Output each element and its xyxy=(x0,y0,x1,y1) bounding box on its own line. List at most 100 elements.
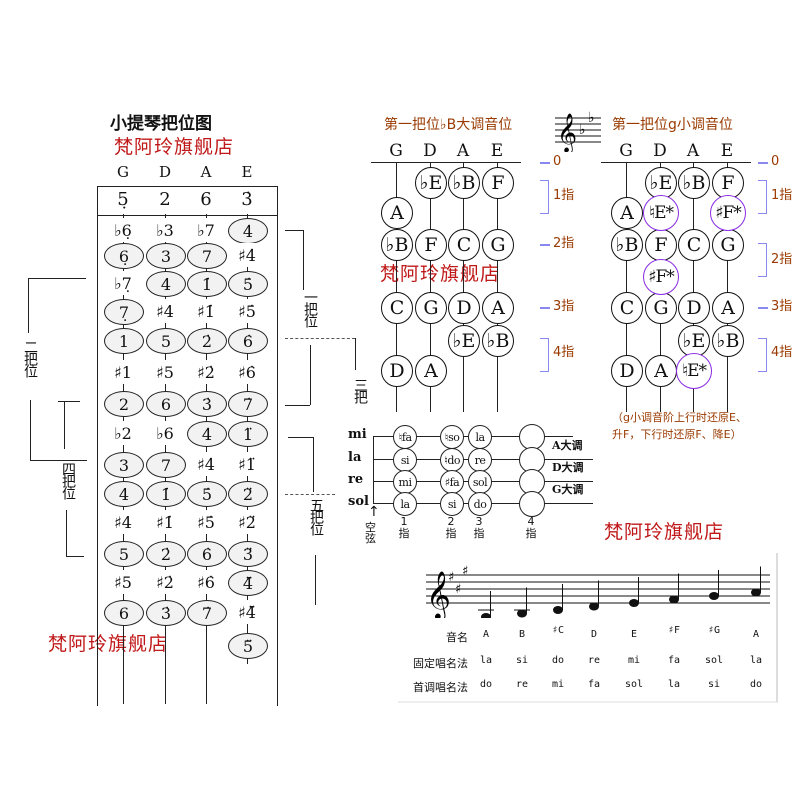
note-circle: ♭B xyxy=(482,325,514,357)
string-solfege: mi xyxy=(348,427,367,442)
string-name: A xyxy=(686,141,700,161)
scale-cell: fa xyxy=(667,655,681,666)
finger-circle: do xyxy=(468,492,492,516)
finger-number: 1指 xyxy=(398,515,410,540)
scale-cell: sol xyxy=(624,679,644,690)
note-circle: C xyxy=(448,229,480,261)
string-name: E xyxy=(241,163,253,181)
open-marker xyxy=(540,162,550,164)
bracket-line xyxy=(315,555,316,605)
bracket-line xyxy=(310,345,311,405)
note-circle: D xyxy=(678,292,710,324)
note-cell: 6̇ xyxy=(228,328,268,354)
scale-cell: A xyxy=(482,629,490,640)
finger-bracket xyxy=(758,180,767,214)
note-circle: C xyxy=(381,292,413,324)
finger-circle: ♮do xyxy=(440,448,464,472)
note-cell: 3̇ xyxy=(146,600,186,626)
scale-cell: do xyxy=(749,679,763,690)
scale-note xyxy=(517,609,527,618)
bracket-line xyxy=(288,437,313,438)
note-cell: ♯6̇ xyxy=(187,570,225,594)
bracket-line xyxy=(285,338,355,340)
scale-cell: do xyxy=(551,655,565,666)
finger-bracket xyxy=(758,243,767,277)
note-circle: ♭E xyxy=(448,325,480,357)
note-cell: 2 xyxy=(104,391,144,417)
note-cell: ♯5 xyxy=(146,360,184,384)
scale-cell: la xyxy=(667,679,681,690)
note-circle: C xyxy=(611,292,643,324)
note-cell: 5 xyxy=(146,328,186,354)
bracket-line xyxy=(30,460,87,461)
note-cell: 4̇ xyxy=(228,218,268,244)
scale-note xyxy=(629,599,639,607)
sharp-icon: ♯ xyxy=(462,564,468,579)
note-circle: D xyxy=(611,355,643,387)
third-position-label: 三把 xyxy=(352,378,368,402)
finger-number: 3指 xyxy=(473,515,485,540)
open-label: 0 xyxy=(771,154,780,169)
note-circle: D xyxy=(448,292,480,324)
note-circle: C xyxy=(678,229,710,261)
note-circle: A xyxy=(645,355,677,387)
note-cell: ♭6 xyxy=(146,421,184,445)
note-cell: ♭7 xyxy=(187,218,225,242)
highlighted-note: ♯F* xyxy=(643,259,679,295)
highlighted-note: ♮E* xyxy=(676,353,712,389)
string-solfege: la xyxy=(348,450,362,465)
string-name: G xyxy=(117,163,129,181)
note-circle: A xyxy=(712,292,744,324)
gminor-chart-title: 第一把位g小调音位 xyxy=(612,117,733,133)
bracket-line xyxy=(30,400,31,460)
note-cell: ♯1̈ xyxy=(228,452,266,476)
note-cell: 4 xyxy=(104,481,144,507)
bflat-chart-title: 第一把位♭B大调音位 xyxy=(384,117,513,133)
finger-number: 2指 xyxy=(445,515,457,540)
second-position-label: 二把位 xyxy=(22,340,38,376)
open-label: 0 xyxy=(553,154,562,169)
note-cell: 7 xyxy=(187,243,227,269)
note-cell: 2̈ xyxy=(228,481,268,507)
note-cell xyxy=(187,633,225,657)
scale-cell: ♯F xyxy=(667,625,681,636)
bracket-line xyxy=(355,338,356,370)
string-name: A xyxy=(456,141,470,161)
note-cell: 7̇ xyxy=(228,391,268,417)
string-name: D xyxy=(423,141,437,161)
finger-label: 3指 xyxy=(771,299,793,314)
scale-cell: si xyxy=(515,655,529,666)
open-string-label: 空弦 xyxy=(365,521,376,545)
note-cell: ♯4̇ xyxy=(228,243,266,267)
string-name: D xyxy=(158,163,172,181)
note-circle: A xyxy=(381,197,413,229)
note-circle: ♭E xyxy=(678,325,710,357)
scale-cell: la xyxy=(749,655,763,666)
note-circle: ♭E xyxy=(645,167,677,199)
string-name: E xyxy=(720,141,734,161)
scale-cell: ♯C xyxy=(551,625,565,636)
finger-number: 4指 xyxy=(525,515,537,540)
finger-bracket xyxy=(540,180,549,214)
scale-cell: do xyxy=(479,679,493,690)
finger-circle: ♯fa xyxy=(440,470,464,494)
bracket-line xyxy=(64,401,65,449)
note-cell: 1̇ xyxy=(187,271,227,297)
string-line xyxy=(463,162,464,412)
note-cell xyxy=(104,633,142,657)
note-cell: 6 xyxy=(146,391,186,417)
string-solfege: re xyxy=(348,472,364,487)
chart-border xyxy=(97,186,98,706)
scale-cell: re xyxy=(515,679,529,690)
key-label: G大调 xyxy=(552,483,584,496)
fourth-position-label: 四把位 xyxy=(60,462,76,498)
scale-note xyxy=(669,595,679,604)
note-cell: ♯1̇ xyxy=(187,299,225,323)
finger-bracket xyxy=(540,338,549,372)
open-note: 3̇ xyxy=(241,189,253,210)
finger-circle: si xyxy=(440,492,464,516)
note-cell: ♯5 xyxy=(104,570,142,594)
string-name: A xyxy=(200,163,212,181)
key-signature-staff: 𝄞 ♭♭ xyxy=(555,110,601,152)
